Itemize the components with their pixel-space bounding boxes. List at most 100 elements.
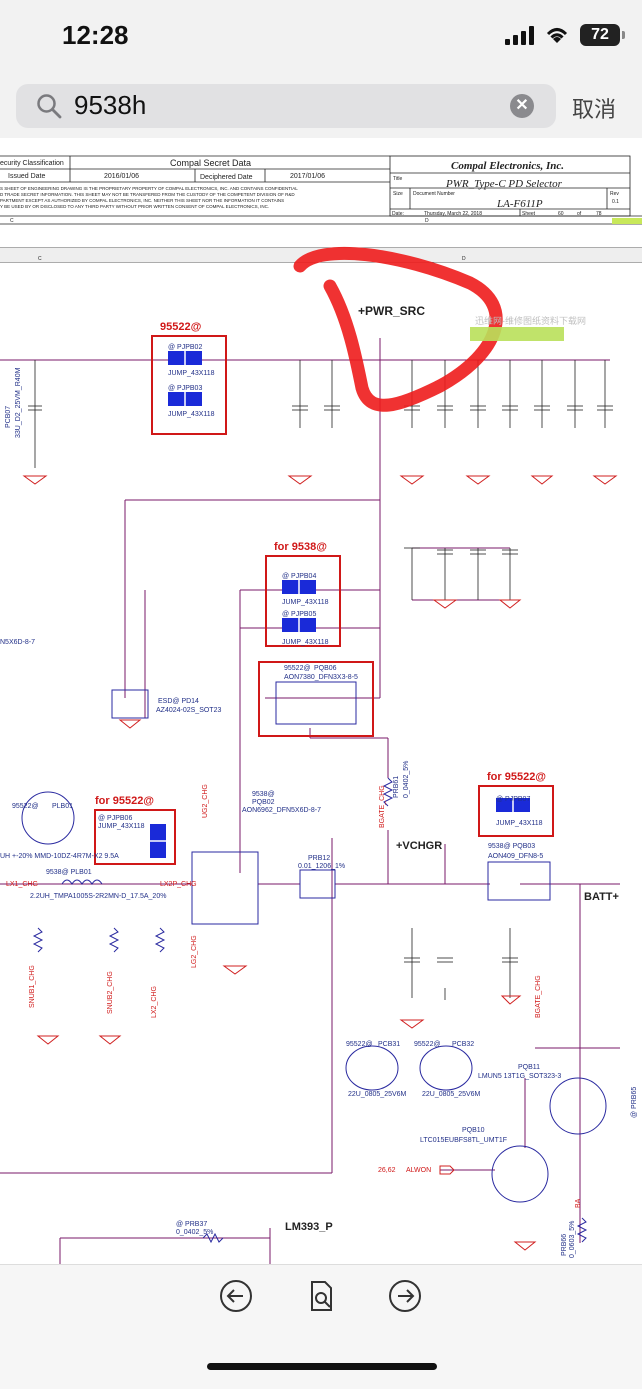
label-pjpb04: @ PJPB04	[282, 573, 316, 580]
tb-deciphered: 2017/01/06	[290, 173, 325, 180]
search-highlight	[470, 327, 564, 341]
tb-company: Compal Electronics, Inc.	[451, 160, 564, 172]
label-pqb10-part: LTC015EUBFS8TL_UMT1F	[420, 1137, 507, 1144]
label-pcb07: PCB07	[5, 406, 12, 428]
label-plb01-part: UH +-20% MMD-10DZ-4R7M-X2 9.5A	[0, 853, 119, 860]
label-for95522-a: for 95522@	[95, 795, 154, 807]
red-annotation-circle	[293, 246, 503, 412]
watermark-text: 迅维网-维修图纸资料下载网	[475, 315, 586, 326]
tb-of-label: of	[577, 211, 582, 217]
label-alwon-ref: 26,62	[378, 1167, 396, 1174]
search-input[interactable]: 9538h ✕	[16, 84, 556, 128]
label-esd: ESD@ PD14	[158, 698, 199, 705]
net-alwon: ALWON	[406, 1167, 431, 1174]
label-pqb03-part: AON409_DFN8-5	[488, 853, 543, 860]
schematic-document[interactable]: ecurity Classification Compal Secret Dat…	[0, 138, 642, 1264]
home-indicator	[207, 1363, 437, 1370]
label-jump-03: JUMP_43X118	[168, 411, 215, 418]
highlight-boxes	[94, 335, 554, 865]
ground-symbols	[22, 475, 618, 1251]
find-in-page-button[interactable]	[304, 1279, 338, 1313]
label-pqb06-group: 95522@	[284, 665, 311, 672]
label-pqb11-part: LMUN5 13T1G_SOT323-3	[478, 1073, 561, 1080]
tb-of: 78	[596, 211, 602, 217]
label-pcb31-val: 22U_0805_25V6M	[348, 1091, 407, 1098]
label-pjpb02: @ PJPB02	[168, 344, 202, 351]
label-pjpb03: @ PJPB03	[168, 385, 202, 392]
label-jump-06: JUMP_43X118	[98, 823, 145, 830]
schematic-canvas: ecurity Classification Compal Secret Dat…	[0, 155, 642, 1264]
label-prb37: @ PRB37	[176, 1221, 207, 1228]
net-ug2: UG2_CHG	[202, 784, 209, 818]
net-vchgr: +VCHGR	[396, 840, 442, 852]
label-pqb10: PQB10	[462, 1127, 485, 1134]
battery-icon: 72	[580, 24, 625, 46]
label-plb01: PLB01	[52, 803, 73, 810]
label-pqb03: 9538@ PQB03	[488, 843, 535, 850]
highlight-mark	[612, 218, 642, 224]
label-95522-pcb31: 95522@	[346, 1041, 373, 1048]
net-lx1: LX1_CHG	[6, 881, 38, 888]
label-95522-group1: 95522@	[160, 321, 202, 333]
net-pwr-src: +PWR_SRC	[358, 304, 425, 318]
tb-sheet: 60	[558, 211, 564, 217]
label-prb61-val: 0_0402_5%	[403, 761, 410, 798]
tb-size-label: Size	[393, 191, 403, 197]
tb-title-label: Title	[393, 176, 402, 182]
tb-deciphered-label: Deciphered Date	[200, 174, 253, 181]
label-prb12-val: 0.01_1206_1%	[298, 863, 345, 870]
tb-col-d: D	[462, 256, 466, 262]
tb-col-d-top: D	[425, 218, 429, 224]
tb-notice2: D TRADE SECRET INFORMATION. THIS SHEET M…	[0, 192, 295, 197]
net-ba: BA	[575, 1198, 582, 1208]
net-lx2p: LX2P_CHG	[160, 881, 197, 888]
label-pjpb05: @ PJPB05	[282, 611, 316, 618]
tb-docnum-label: Document Number	[413, 191, 455, 197]
net-lg2: LG2_CHG	[191, 935, 198, 968]
label-prb12: PRB12	[308, 855, 330, 862]
label-jump-02: JUMP_43X118	[168, 370, 215, 377]
net-snub2: SNUB2_CHG	[107, 971, 114, 1014]
label-pcb32: PCB32	[452, 1041, 474, 1048]
clock: 12:28	[62, 20, 129, 50]
tb-rev-label: Rev	[610, 191, 619, 197]
label-pqb02: PQB02	[252, 799, 275, 806]
wifi-icon	[546, 28, 568, 43]
tb-col-c: C	[38, 256, 42, 262]
label-jump-05: JUMP_43X118	[282, 639, 329, 646]
cancel-button[interactable]: 取消	[572, 97, 617, 122]
clear-icon[interactable]: ✕	[510, 94, 534, 118]
label-for95522-b: for 95522@	[487, 771, 546, 783]
search-bar: 9538h ✕ 取消	[0, 70, 642, 138]
label-plb01-group: 95522@	[12, 803, 39, 810]
tb-rev: 0.1	[612, 199, 619, 205]
net-snub1: SNUB1_CHG	[29, 965, 36, 1008]
label-prb61: PRB61	[393, 776, 400, 798]
tb-notice1: S SHEET OF ENGINEERING DRAWING IS THE PR…	[0, 186, 298, 191]
label-jump-04: JUMP_43X118	[282, 599, 329, 606]
label-prb66-val: 0_0603_5%	[569, 1221, 576, 1258]
tb-security: ecurity Classification	[0, 160, 64, 167]
search-query: 9538h	[74, 90, 147, 120]
label-pcb07-val: 33U_D2_25VM_R40M	[15, 367, 22, 438]
next-result-button[interactable]	[388, 1279, 422, 1313]
label-lm393: LM393_P	[285, 1221, 333, 1233]
jumpers	[150, 351, 530, 858]
previous-result-button[interactable]	[219, 1279, 253, 1313]
tb-date-label: Date:	[392, 211, 404, 217]
tb-docnum: LA-F611P	[496, 198, 543, 210]
top-caps	[28, 360, 613, 1000]
label-prb65: @ PRB65	[631, 1087, 638, 1118]
status-icons: 72	[505, 24, 625, 46]
label-for9538: for 9538@	[274, 541, 327, 553]
label-plb01-part2: 2.2UH_TMPA1005S-2R2MN-D_17.5A_20%	[30, 893, 166, 900]
wires	[0, 338, 620, 1264]
tb-title: PWR_Type-C PD Selector	[445, 178, 563, 190]
tb-issued: 2016/01/06	[104, 173, 139, 180]
label-pqb02-group: 9538@	[252, 791, 275, 798]
status-bar: 12:28 72	[0, 0, 642, 70]
signal-icon	[505, 25, 534, 45]
tb-col-c-top: C	[10, 218, 14, 224]
net-bgate-1: BGATE_CHG	[379, 785, 386, 828]
